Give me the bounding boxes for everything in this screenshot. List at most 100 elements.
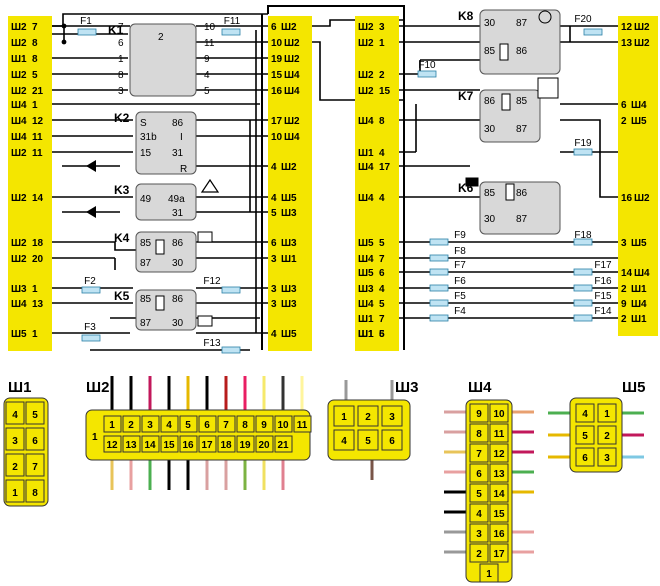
k2-pin: R [180,164,187,175]
connector-text-a: 3 [271,299,277,310]
sh1-pin-label: 3 [12,436,18,447]
sh2-pin [274,415,293,433]
junction-dot [61,39,67,45]
connector-text-b: Ш2 [284,116,300,127]
sh4-pin [489,423,509,443]
connector-text-b: 1 [32,329,38,340]
k1-pin: 7 [118,22,124,33]
connector-strip-left [8,16,52,351]
sh4-pin [489,443,509,463]
sh4-pin [469,403,489,423]
fuse-label-F11: F11 [224,16,241,27]
connector-text-a: 2 [621,116,627,127]
connector-text-b: Ш5 [631,238,647,249]
k2-pin: 31 [172,148,184,159]
sh5-pin-label: 1 [604,409,610,420]
sh2-pin [217,415,236,433]
connector-text-a: 6 [271,22,277,33]
sh5-pin [575,447,595,467]
k5-pin: 87 [140,318,152,329]
sh1-pin-label: 8 [32,488,38,499]
relay-label-K2: K2 [114,111,130,125]
sh4-pin [489,523,509,543]
connector-text-a: 15 [271,70,283,81]
sh1-pin-label: 7 [32,462,38,473]
sh1-pin [5,479,25,503]
sh3-pin-label: 5 [365,436,371,447]
connector-sh1 [3,397,49,507]
sh1-pin [25,401,45,425]
relay-label-K6: K6 [458,181,474,195]
fuse-F5 [429,299,449,307]
connector-text-b: Ш4 [284,70,300,81]
connector-text-b: 3 [379,22,385,33]
sh4-pin-label: 17 [493,549,505,560]
connector-text-a: 12 [621,22,633,33]
sh2-pin [255,435,274,453]
sh4-pin [469,503,489,523]
sh3-pin-label: 6 [389,436,395,447]
sh2-pin [179,435,198,453]
connector-text-a: 9 [621,299,627,310]
sh4-pin [489,403,509,423]
connector-text-b: Ш5 [281,329,297,340]
sh4-pin-label: 10 [493,409,505,420]
connector-text-b: 8 [379,116,385,127]
sh2-pin-label: 19 [239,440,251,451]
connector-text-a: 6 [621,100,627,111]
connector-text-b: Ш4 [284,132,300,143]
sh4-pin [469,443,489,463]
k2-pin: 31b [140,132,157,143]
sh2-pin [141,415,160,433]
sh3-pin-label: 4 [341,436,347,447]
k8-pin: 87 [516,18,528,29]
fuse-F7 [429,268,449,276]
sh2-pin-label: 16 [182,440,194,451]
connector-text-b: Ш1 [281,254,297,265]
fuse-label-F3: F3 [84,322,96,333]
k4-pin: 30 [172,258,184,269]
sh4-pin-label: 9 [476,409,482,420]
k2-pin: 15 [140,148,152,159]
sh3-title: Ш3 [395,379,418,396]
sh2-pin [198,435,217,453]
sh4-pin [489,503,509,523]
relay-label-K1: K1 [108,23,124,37]
relay-coil [155,239,165,255]
sh2-pin [122,415,141,433]
fuse-label-F10: F10 [418,60,436,71]
sh1-pin-label: 4 [12,410,18,421]
sh4-pin [469,463,489,483]
connector-text-b: Ш2 [281,162,297,173]
sh2-pin [198,415,217,433]
connector-text-b: 6 [379,268,385,279]
sh5-pin-label: 5 [582,431,588,442]
connector-text-b: 5 [379,299,385,310]
headlight-icon [197,315,213,327]
sh2-pin-label: 8 [242,420,248,431]
sh3-pin-label: 2 [365,412,371,423]
sh4-pin-label: 14 [493,489,505,500]
connector-text-a: 14 [621,268,633,279]
connector-strip-midleft [355,16,399,351]
connector-text-b: 12 [32,116,44,127]
connector-text-a: 4 [271,193,277,204]
connector-text-a: Ш2 [11,70,27,81]
connector-text-a: 2 [621,314,627,325]
fuse-label-F12: F12 [203,276,221,287]
relay-coil [499,43,509,61]
connector-text-b: 20 [32,254,44,265]
k1-pin: 4 [204,70,210,81]
connector-text-b: 17 [379,162,391,173]
k3-pin: 31 [172,208,184,219]
connector-text-a: 2 [621,284,627,295]
sh3-pin [333,429,355,451]
connector-text-b: 5 [379,329,385,340]
connector-text-b: Ш5 [281,193,297,204]
blocks [3,9,658,583]
relay-coil [501,93,511,111]
sh2-pin-label: 11 [297,420,308,431]
connector-text-a: Ш2 [11,193,27,204]
sh3-pin [357,405,379,427]
sh4-pin-label: 5 [476,489,482,500]
